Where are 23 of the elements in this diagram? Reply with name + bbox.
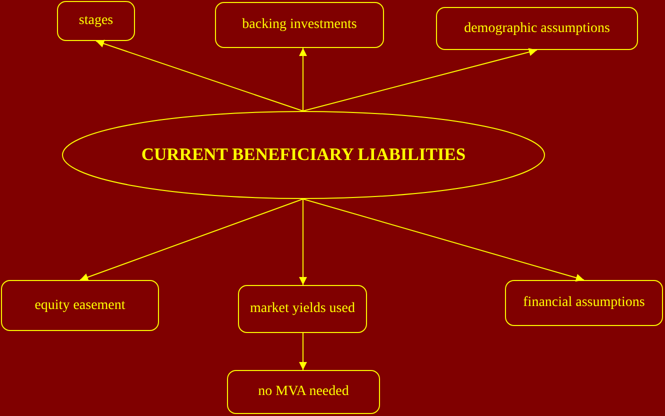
node-label: market yields used bbox=[250, 300, 355, 318]
rounded-box bbox=[238, 285, 367, 333]
rounded-box bbox=[227, 370, 380, 414]
node-label: financial assumptions bbox=[523, 294, 645, 312]
node-label: equity easement bbox=[34, 296, 126, 314]
arrow bbox=[299, 198, 307, 286]
node-label: no MVA needed bbox=[258, 383, 349, 401]
ellipse-node bbox=[62, 111, 545, 199]
rounded-box bbox=[215, 2, 384, 48]
arrow bbox=[96, 40, 304, 112]
node-label: CURRENT BENEFICIARY LIABILITIES bbox=[141, 144, 466, 166]
arrow bbox=[299, 48, 307, 112]
rounded-box bbox=[57, 1, 135, 41]
arrow bbox=[80, 198, 304, 282]
arrow bbox=[302, 48, 538, 112]
rounded-box bbox=[1, 280, 159, 331]
rounded-box bbox=[436, 7, 638, 50]
node-label: stages bbox=[78, 12, 114, 30]
arrow bbox=[302, 198, 584, 282]
node-label: backing investments bbox=[242, 16, 357, 34]
node-label: demographic assumptions bbox=[464, 20, 610, 38]
rounded-box bbox=[505, 280, 663, 326]
arrow bbox=[299, 332, 307, 370]
